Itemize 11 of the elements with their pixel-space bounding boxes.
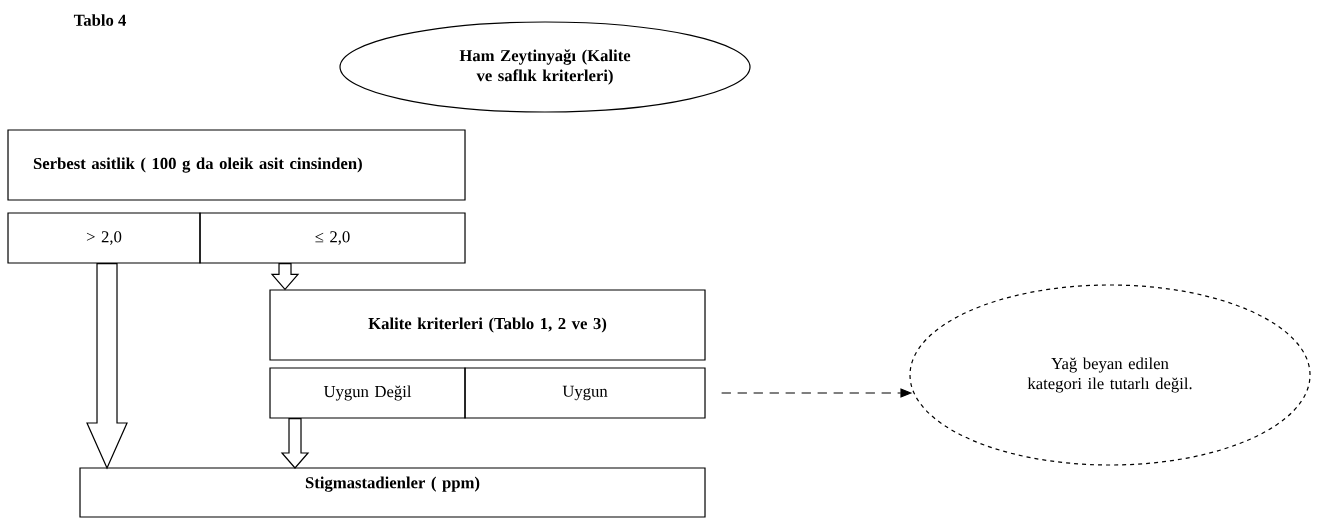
table-title: Tablo 4: [73, 14, 127, 26]
process-box: ≤ 2,0: [199, 212, 466, 264]
process-box: Kalite kriterleri (Tablo 1, 2 ve 3): [269, 289, 706, 361]
process-box: Serbest asitlik ( 100 g da oleik asit cinsinden): [7, 129, 466, 201]
block-arrow: [270, 263, 300, 291]
block-arrow: [280, 418, 310, 469]
process-box: Stigmastadienler ( ppm): [79, 467, 706, 518]
process-box: Uygun: [464, 367, 706, 419]
process-box: Uygun Değil: [269, 367, 466, 419]
block-arrow: [86, 263, 128, 470]
process-box: > 2,0: [7, 212, 201, 264]
